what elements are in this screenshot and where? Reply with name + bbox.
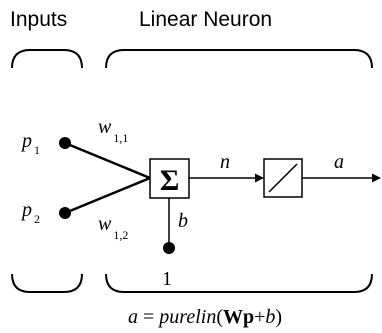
weight-w12-symbol: w [98,213,112,235]
equation-weight-matrix: W [223,306,243,328]
input-p2-symbol: p [20,199,32,221]
equation-input-vector: p [243,306,254,328]
neuron-bottom-brace [105,273,373,293]
equation-open-paren: ( [216,306,223,328]
equation: a=purelin(Wp+b) [128,306,282,328]
equation-func: purelin [157,306,216,328]
weight-w11-symbol: w [98,116,112,138]
equation-bias: b [265,306,275,328]
weight-w12-subscript: 1,2 [113,228,128,242]
inputs-bottom-brace [11,273,83,293]
output-label: a [334,151,344,173]
weight-w11-subscript: 1,1 [113,131,128,145]
summation-block [149,158,190,199]
bias-input-node [163,242,175,254]
bias-input-value: 1 [162,268,172,290]
input-p1-subscript: 1 [34,143,40,157]
summation-symbol: Σ [160,164,180,197]
linear-neuron-heading: Linear Neuron [139,8,272,31]
neuron-top-brace [105,49,373,69]
connection-w11 [64,141,151,180]
input-p1-symbol: p [20,130,32,152]
equation-plus: + [254,306,265,328]
purelin-icon [268,163,298,193]
net-input-label: n [220,151,230,173]
equation-close-paren: ) [275,306,282,328]
inputs-top-brace [11,49,83,69]
connection-w12 [64,176,151,215]
equation-lhs: a [128,306,138,328]
equation-equals: = [143,306,154,328]
inputs-heading: Inputs [10,8,67,31]
bias-label: b [178,210,188,232]
input-p2-subscript: 2 [34,212,40,226]
